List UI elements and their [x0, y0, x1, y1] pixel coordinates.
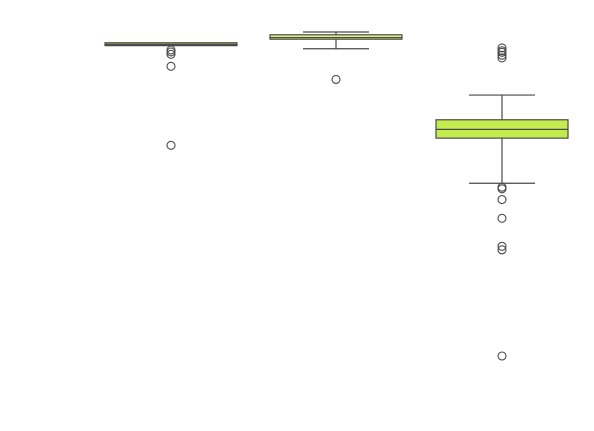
outlier-point: [497, 241, 507, 251]
outlier-point: [497, 184, 507, 194]
outlier-point: [166, 47, 176, 57]
outlier-point: [166, 49, 176, 59]
outlier-point: [497, 195, 507, 205]
outlier-point: [166, 61, 176, 71]
outlier-point: [497, 43, 507, 53]
outlier-point: [166, 140, 176, 150]
outlier-point: [497, 47, 507, 57]
outlier-point: [331, 74, 341, 85]
plot-area: [104, 31, 569, 361]
outlier-point: [497, 53, 507, 63]
outlier-point: [497, 351, 507, 361]
outlier-point: [497, 245, 507, 255]
outlier-point: [497, 50, 507, 60]
outlier-point: [497, 213, 507, 223]
